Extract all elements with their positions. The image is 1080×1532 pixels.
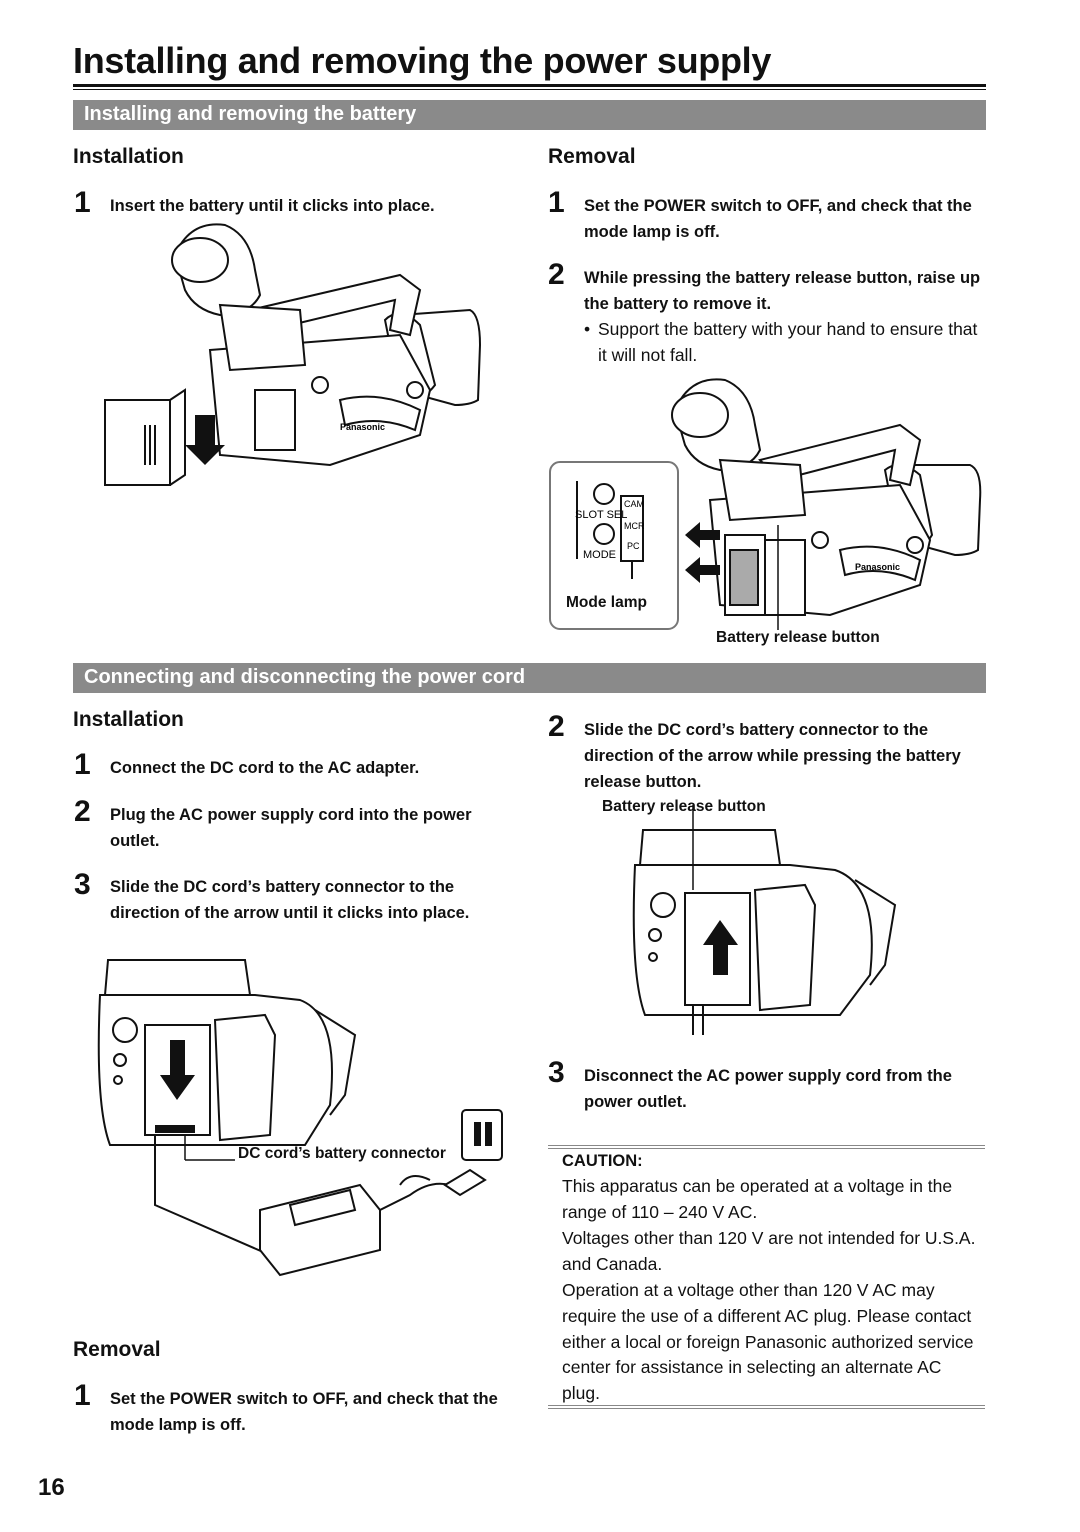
- title-rule-thin: [73, 89, 986, 90]
- camera-battery-insert-illustration: Panasonic: [104, 223, 482, 486]
- mode-lamp-inset: SLOT SEL MODE CAM MCR PC: [549, 461, 679, 630]
- mode-panel-label: MODE: [583, 549, 616, 561]
- caution-heading: CAUTION:: [562, 1152, 643, 1170]
- cord-install-step-3: Slide the DC cord’s battery connector to…: [110, 878, 470, 922]
- section-bar-power-cord: Connecting and disconnecting the power c…: [73, 663, 986, 693]
- cord-removal-step-3: Disconnect the AC power supply cord from…: [584, 1067, 952, 1111]
- mode-panel-label: PC: [627, 541, 640, 551]
- title-rule: [73, 84, 986, 87]
- step-number: 1: [74, 1379, 91, 1412]
- mode-panel-label: CAM: [624, 499, 644, 509]
- battery-removal-note: Support the battery with your hand to en…: [598, 319, 978, 365]
- battery-removal-heading: Removal: [548, 145, 636, 168]
- step-number: 2: [548, 710, 565, 743]
- cord-install-step-2: Plug the AC power supply cord into the p…: [110, 806, 472, 850]
- section-bar-battery: Installing and removing the battery: [73, 100, 986, 130]
- caution-top-rule: [548, 1145, 985, 1146]
- cord-removal-heading: Removal: [73, 1338, 161, 1361]
- cord-removal-step-2: Slide the DC cord’s battery connector to…: [584, 721, 961, 791]
- battery-install-step-1: Insert the battery until it clicks into …: [110, 197, 435, 215]
- step-number: 1: [74, 186, 91, 219]
- caution-paragraph-2: Voltages other than 120 V are not intend…: [562, 1228, 976, 1274]
- mode-lamp-callout: Mode lamp: [566, 594, 647, 611]
- page-title: Installing and removing the power supply: [73, 40, 772, 81]
- dc-cord-installation-illustration: [97, 959, 503, 1277]
- cord-installation-heading: Installation: [73, 708, 184, 731]
- step-number: 2: [548, 258, 565, 291]
- camera-battery-removal-illustration: Panasonic: [671, 378, 982, 630]
- step-number: 2: [74, 795, 91, 828]
- caution-paragraph-3: Operation at a voltage other than 120 V …: [562, 1280, 974, 1404]
- mode-panel-label: SLOT SEL: [575, 509, 627, 521]
- brand-label: Panasonic: [340, 422, 385, 432]
- battery-removal-step-1: Set the POWER switch to OFF, and check t…: [584, 197, 972, 241]
- caution-paragraph-1: This apparatus can be operated at a volt…: [562, 1176, 953, 1222]
- bullet-dot: •: [584, 319, 591, 339]
- dc-cord-connector-callout: DC cord’s battery connector: [238, 1145, 446, 1162]
- caution-bottom-rule: [548, 1405, 985, 1406]
- cord-removal-step-1: Set the POWER switch to OFF, and check t…: [110, 1390, 498, 1434]
- caution-top-rule-2: [548, 1148, 985, 1149]
- caution-bottom-rule-2: [548, 1408, 985, 1409]
- battery-removal-step-2: While pressing the battery release butto…: [584, 269, 981, 313]
- step-number: 1: [548, 186, 565, 219]
- dc-cord-removal-illustration: [632, 805, 897, 1035]
- page-number: 16: [38, 1474, 65, 1501]
- step-number: 3: [548, 1056, 565, 1089]
- cord-install-step-1: Connect the DC cord to the AC adapter.: [110, 759, 420, 777]
- battery-release-callout-top: Battery release button: [716, 629, 880, 646]
- brand-label: Panasonic: [855, 562, 900, 572]
- mode-panel-label: MCR: [624, 521, 645, 531]
- battery-installation-heading: Installation: [73, 145, 184, 168]
- battery-release-callout-bottom: Battery release button: [602, 798, 766, 815]
- step-number: 1: [74, 748, 91, 781]
- step-number: 3: [74, 868, 91, 901]
